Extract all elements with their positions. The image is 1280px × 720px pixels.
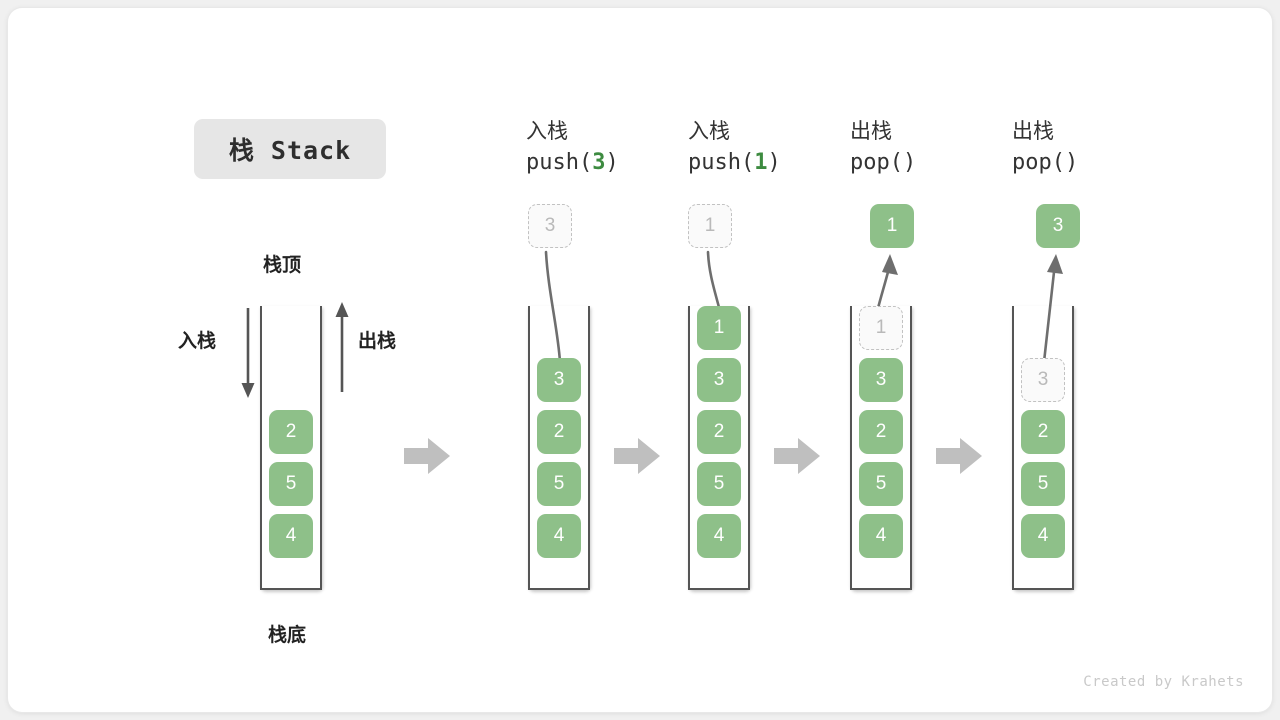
stack-floor [528, 588, 590, 590]
stage-heading-code-num: 1 [754, 150, 768, 176]
stack-top-label: 栈顶 [263, 255, 302, 276]
stage-transition-arrow [614, 438, 660, 474]
stack-wall-right [748, 306, 750, 590]
stack-cell: 2 [697, 410, 741, 454]
push-direction-arrow [241, 308, 255, 398]
stage-heading-code-suffix: ) [767, 150, 781, 176]
stage-pop-1: 出栈 pop() 1 1 3 2 5 4 [850, 116, 916, 590]
stage-push-3: 入栈 push(3) 3 3 2 5 4 [526, 116, 619, 590]
stack-wall-left [850, 306, 852, 590]
push-legend-label: 入栈 [178, 331, 217, 352]
stage-heading-pop-3: 出栈 pop() [1012, 116, 1078, 178]
pop-legend-label: 出栈 [358, 331, 397, 352]
floating-cell-popped: 3 [1036, 204, 1080, 248]
stage-heading-code-num: 3 [592, 150, 606, 176]
stack-cell: 4 [697, 514, 741, 558]
floating-cell-ghost: 1 [688, 204, 732, 248]
stack-cell-ghost: 1 [859, 306, 903, 350]
stack-cell: 2 [269, 410, 313, 454]
stack-cell: 2 [537, 410, 581, 454]
stack-cell: 5 [1021, 462, 1065, 506]
stack-wall-left [688, 306, 690, 590]
stage-heading-cn: 出栈 [1012, 120, 1054, 143]
stack-wall-left [528, 306, 530, 590]
stack-cell: 5 [537, 462, 581, 506]
stack-container-push-1: 1 3 2 5 4 [688, 306, 750, 590]
stack-cell-ghost: 3 [1021, 358, 1065, 402]
stage-push-1: 入栈 push(1) 1 1 3 2 5 4 [688, 116, 781, 590]
pop-direction-arrow [335, 302, 349, 392]
stage-transition-arrow [404, 438, 450, 474]
diagram-card: 栈 Stack 栈顶 入栈 出栈 2 5 4 栈底 [8, 8, 1272, 712]
stack-cell: 5 [859, 462, 903, 506]
floating-cell-ghost: 3 [528, 204, 572, 248]
diagram-title-chip: 栈 Stack [194, 119, 386, 179]
stack-floor [260, 588, 322, 590]
stage-pop-3: 出栈 pop() 3 3 2 5 4 [1012, 116, 1080, 590]
stack-floor [688, 588, 750, 590]
stack-cell: 4 [269, 514, 313, 558]
stack-wall-right [588, 306, 590, 590]
stage-transition-arrow [774, 438, 820, 474]
stage-heading-code-prefix: push( [688, 150, 755, 176]
stack-cell: 4 [537, 514, 581, 558]
stack-wall-left [260, 306, 262, 590]
stack-wall-right [910, 306, 912, 590]
stack-wall-left [1012, 306, 1014, 590]
stack-cell: 3 [697, 358, 741, 402]
page-title: 栈 Stack [228, 136, 352, 165]
credit-text: Created by Krahets [1083, 674, 1244, 690]
stack-container-pop-1: 1 3 2 5 4 [850, 306, 912, 590]
stage-heading-cn: 入栈 [526, 120, 568, 143]
stage-heading-push-1: 入栈 push(1) [688, 116, 781, 178]
stack-wall-right [320, 306, 322, 590]
stack-floor [1012, 588, 1074, 590]
stage-heading-pop-1: 出栈 pop() [850, 116, 916, 178]
stack-floor [850, 588, 912, 590]
stack-container-pop-3: 3 2 5 4 [1012, 306, 1074, 590]
stage-heading-code-suffix: ) [902, 150, 917, 176]
stack-cell: 3 [859, 358, 903, 402]
stack-container-initial: 2 5 4 [260, 306, 322, 590]
stack-container-push-3: 3 2 5 4 [528, 306, 590, 590]
stack-cell: 5 [269, 462, 313, 506]
stage-heading-push-3: 入栈 push(3) [526, 116, 619, 178]
stage-heading-code-suffix: ) [605, 150, 619, 176]
stack-bottom-label: 栈底 [268, 625, 307, 646]
stack-cell: 5 [697, 462, 741, 506]
stack-cell: 3 [537, 358, 581, 402]
stack-cell: 2 [859, 410, 903, 454]
stage-heading-code-prefix: pop( [850, 150, 903, 176]
stage-heading-code-prefix: push( [526, 150, 593, 176]
stage-heading-cn: 出栈 [850, 120, 892, 143]
stack-cell: 2 [1021, 410, 1065, 454]
stage-heading-code-prefix: pop( [1012, 150, 1065, 176]
stack-cell: 4 [859, 514, 903, 558]
stack-cell: 1 [697, 306, 741, 350]
stack-cell: 4 [1021, 514, 1065, 558]
stage-heading-code-suffix: ) [1064, 150, 1079, 176]
floating-cell-popped: 1 [870, 204, 914, 248]
stage-transition-arrow [936, 438, 982, 474]
stage-heading-cn: 入栈 [688, 120, 730, 143]
stack-wall-right [1072, 306, 1074, 590]
